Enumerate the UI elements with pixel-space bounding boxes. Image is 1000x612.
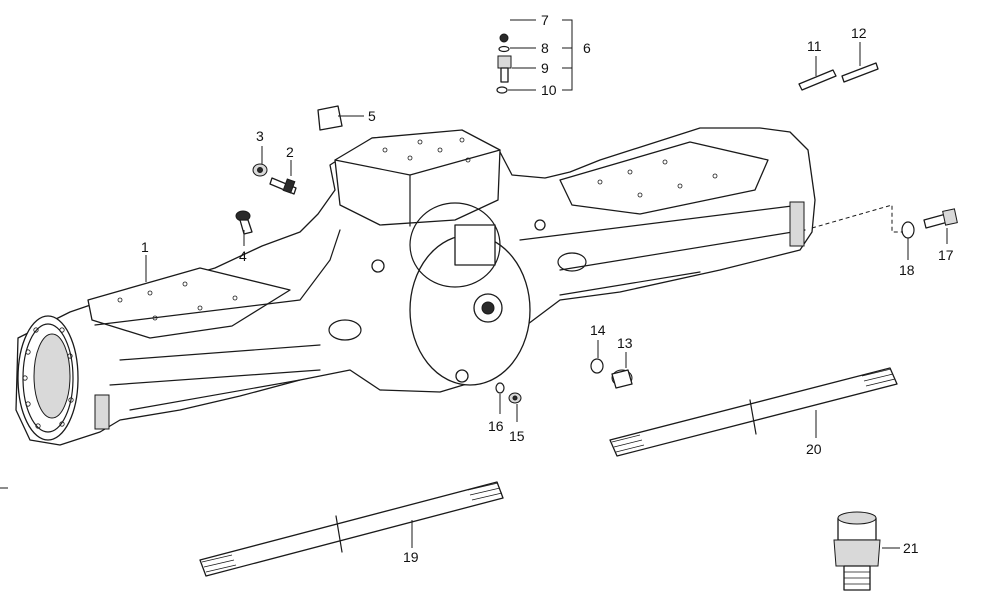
callout-18: 18 xyxy=(899,262,915,278)
flange-bolt-holes xyxy=(22,327,74,429)
pins-part-11-12 xyxy=(798,62,879,91)
callout-4: 4 xyxy=(239,248,247,264)
callout-10: 10 xyxy=(541,82,557,98)
callout-14: 14 xyxy=(590,322,606,338)
callout-11: 11 xyxy=(807,38,822,54)
axle-shaft-part-20 xyxy=(609,367,898,457)
callout-19: 19 xyxy=(403,549,419,565)
axle-shaft-part-19 xyxy=(199,481,504,577)
washer-part-18 xyxy=(901,221,915,239)
callout-8: 8 xyxy=(541,40,549,56)
o-ring-part-14 xyxy=(590,358,604,374)
callout-2: 2 xyxy=(286,144,294,160)
callout-5: 5 xyxy=(368,108,376,124)
bolt-part-2 xyxy=(269,177,297,195)
callout-9: 9 xyxy=(541,60,549,76)
bolt-part-4 xyxy=(235,210,253,235)
o-ring-part-16 xyxy=(495,382,505,394)
plug-part-13 xyxy=(611,369,633,389)
callout-7: 7 xyxy=(541,12,549,28)
callout-21: 21 xyxy=(903,540,919,556)
callout-15: 15 xyxy=(509,428,525,444)
leader-lines xyxy=(0,19,948,549)
callout-20: 20 xyxy=(806,441,822,457)
callout-16: 16 xyxy=(488,418,504,434)
plate-part-5 xyxy=(317,105,343,131)
bolt-part-17 xyxy=(923,208,958,229)
fitting-part-21 xyxy=(833,511,881,591)
callout-6: 6 xyxy=(583,40,591,56)
breather-assembly xyxy=(496,33,512,94)
callout-13: 13 xyxy=(617,335,633,351)
callout-17: 17 xyxy=(938,247,954,263)
nut-part-3 xyxy=(252,163,268,177)
callout-3: 3 xyxy=(256,128,264,144)
axle-housing xyxy=(15,127,816,446)
callout-1: 1 xyxy=(141,239,149,255)
plug-part-15 xyxy=(508,392,522,404)
callout-labels: 1 2 3 4 5 6 7 8 9 10 11 12 13 14 15 16 1… xyxy=(141,12,954,565)
callout-12: 12 xyxy=(851,25,867,41)
